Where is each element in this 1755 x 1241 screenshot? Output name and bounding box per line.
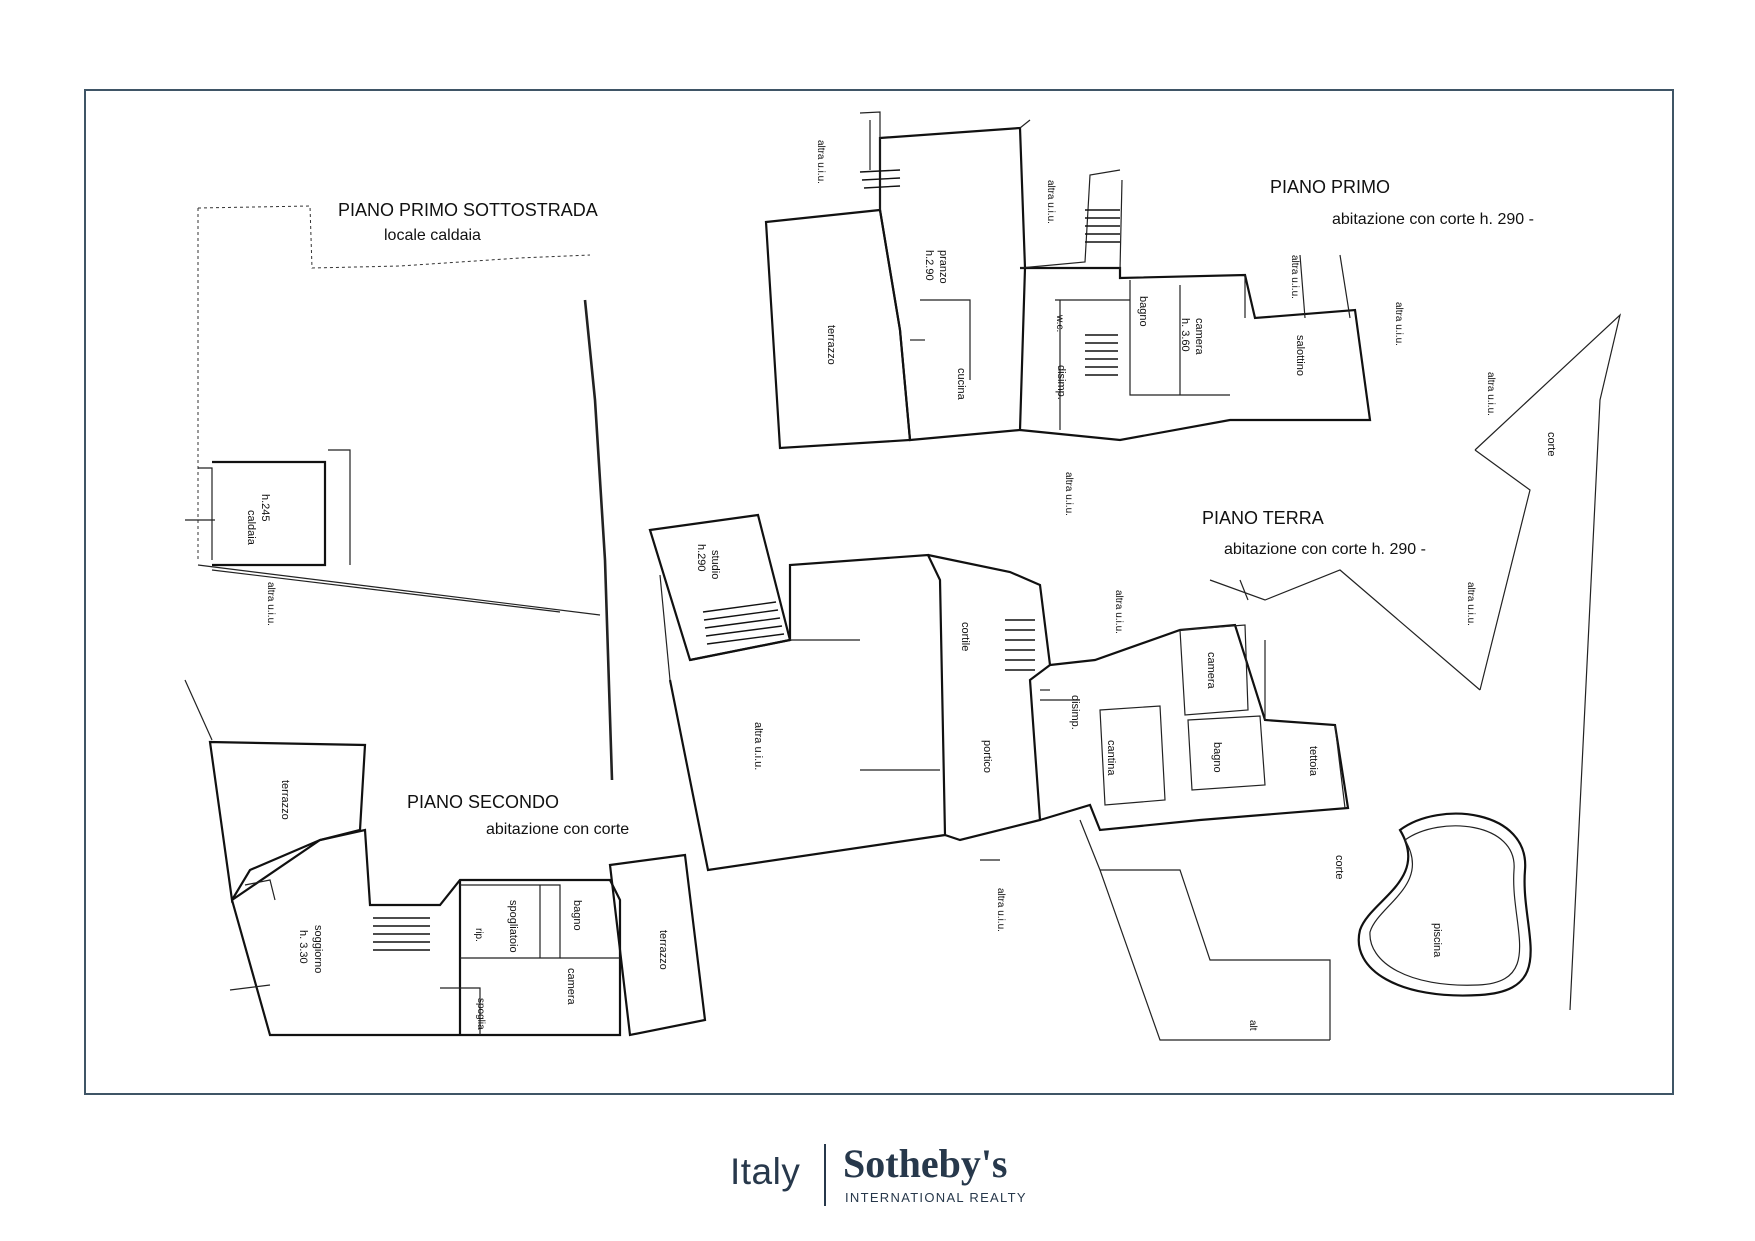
- room-camera-primo-height: h. 3.60: [1179, 318, 1191, 352]
- room-bagno-primo: bagno: [1137, 296, 1149, 327]
- room-pranzo: pranzo: [937, 250, 949, 284]
- room-spoglia: spoglia: [475, 998, 486, 1030]
- room-camera-primo: camera: [1193, 318, 1205, 356]
- logo-tagline: INTERNATIONAL REALTY: [845, 1190, 1027, 1205]
- neighbor-label-sottostrada: altra u.i.u.: [265, 582, 276, 626]
- room-tettoia: tettoia: [1307, 746, 1319, 777]
- neighbor-label-terra-4: alt: [1247, 1020, 1258, 1031]
- room-terrazzo-secondo-left: terrazzo: [279, 780, 291, 820]
- neighbor-label-primo-5: altra u.i.u.: [1485, 372, 1496, 416]
- room-studio: studio: [709, 550, 721, 579]
- stairs-secondo: [373, 917, 430, 951]
- floor-subtitle-sottostrada: locale caldaia: [384, 227, 481, 244]
- floor-title-secondo: PIANO SECONDO: [407, 792, 559, 812]
- room-spogliatoio: spogliatoio: [507, 900, 519, 953]
- logo-brand: Sotheby's: [843, 1141, 1008, 1186]
- room-corte-terra: corte: [1333, 855, 1345, 879]
- stairs-terra: [702, 601, 1035, 671]
- logo-divider: [824, 1144, 826, 1206]
- room-studio-height: h.290: [695, 544, 707, 572]
- room-cortile: cortile: [959, 622, 971, 651]
- neighbor-label-primo-4: altra u.i.u.: [1393, 302, 1404, 346]
- sothebys-logo: Italy Sotheby's INTERNATIONAL REALTY: [730, 1140, 1030, 1210]
- room-camera-secondo: camera: [565, 968, 577, 1006]
- floor-secondo: [184, 679, 707, 1037]
- room-terrazzo-primo: terrazzo: [825, 325, 837, 365]
- room-caldaia: caldaia: [245, 510, 257, 546]
- room-bagno-secondo: bagno: [571, 900, 583, 931]
- room-cantina: cantina: [1105, 740, 1117, 776]
- plan-frame: [84, 89, 1674, 1095]
- room-portico: portico: [981, 740, 993, 773]
- neighbor-label-terra-2: altra u.i.u.: [1465, 582, 1476, 626]
- floor-primo: [764, 111, 1622, 1011]
- room-bagno-terra: bagno: [1211, 742, 1223, 773]
- floor-subtitle-primo: abitazione con corte h. 290 -: [1332, 211, 1534, 228]
- room-salottino: salottino: [1294, 335, 1306, 376]
- room-soggiorno: soggiorno: [312, 925, 324, 973]
- room-piscina: piscina: [1431, 923, 1443, 958]
- room-soggiorno-height: h. 3.30: [297, 930, 309, 964]
- room-camera-terra: camera: [1205, 652, 1217, 690]
- room-corte-primo: corte: [1545, 432, 1557, 456]
- floor-title-terra: PIANO TERRA: [1202, 508, 1324, 528]
- neighbor-label-primo-6: altra u.i.u.: [1063, 472, 1074, 516]
- floor-title-primo: PIANO PRIMO: [1270, 177, 1390, 197]
- room-wc: w.c.: [1054, 314, 1065, 332]
- room-caldaia-height: h.245: [259, 494, 271, 522]
- floor-title-sottostrada: PIANO PRIMO SOTTOSTRADA: [338, 200, 598, 220]
- room-disimp-primo: disimp.: [1055, 365, 1067, 400]
- neighbor-label-primo-3: altra u.i.u.: [1289, 255, 1300, 299]
- floor-terra: [648, 513, 1532, 1041]
- logo-country: Italy: [730, 1151, 801, 1192]
- room-disimp-terra: disimp.: [1069, 695, 1081, 730]
- room-cucina: cucina: [955, 368, 967, 401]
- room-altra-terra: altra u.i.u.: [752, 722, 764, 770]
- neighbor-label-primo-1: altra u.i.u.: [815, 140, 826, 184]
- floor-subtitle-terra: abitazione con corte h. 290 -: [1224, 541, 1426, 558]
- room-terrazzo-secondo-right: terrazzo: [657, 930, 669, 970]
- floor-sottostrada: [185, 205, 614, 781]
- neighbor-label-terra-1: altra u.i.u.: [1113, 590, 1124, 634]
- floor-subtitle-secondo: abitazione con corte: [486, 821, 629, 838]
- neighbor-label-primo-2: altra u.i.u.: [1045, 180, 1056, 224]
- room-pranzo-height: h.2.90: [923, 250, 935, 281]
- room-rip: rip.: [473, 928, 484, 942]
- stairs-primo: [859, 169, 1120, 376]
- neighbor-label-terra-3: altra u.i.u.: [995, 888, 1006, 932]
